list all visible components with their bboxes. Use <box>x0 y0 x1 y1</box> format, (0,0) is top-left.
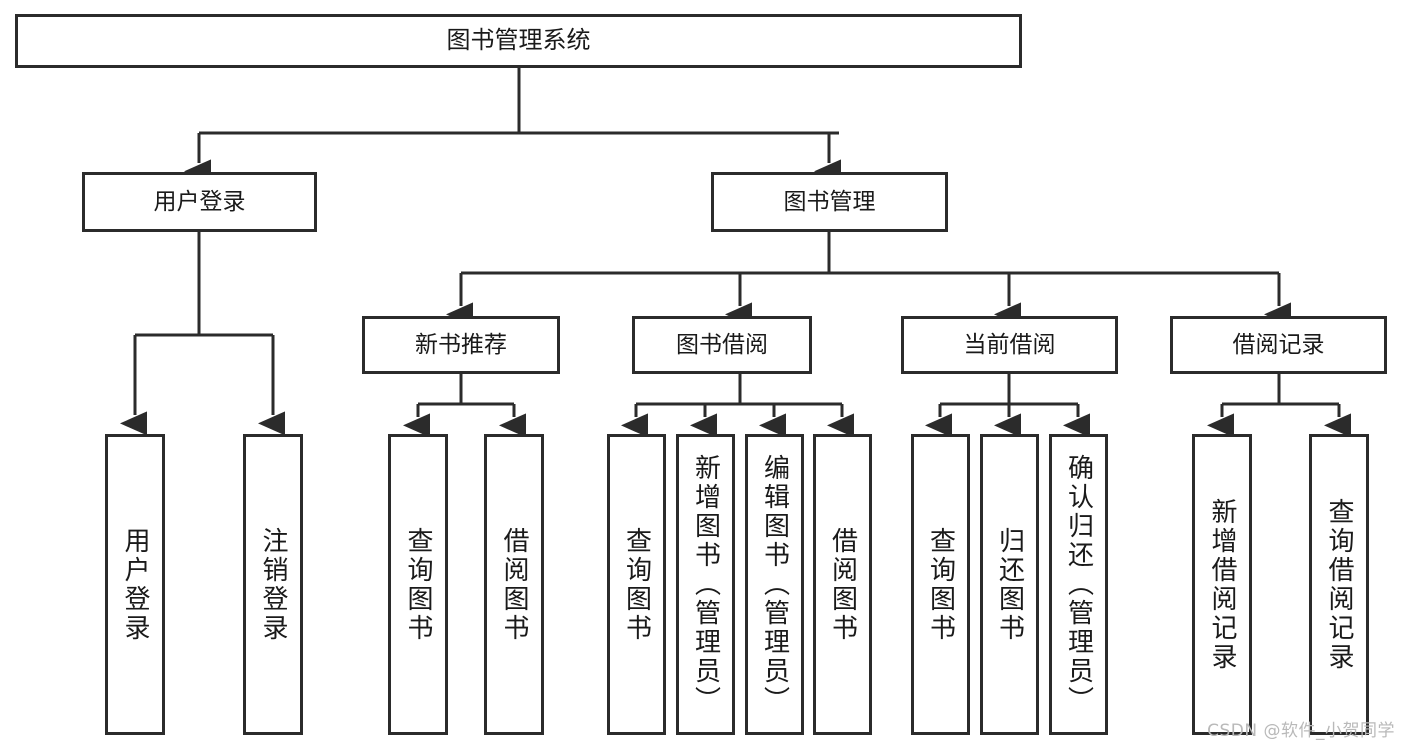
node-user-login[interactable]: 用户登录 <box>82 172 317 232</box>
node-new-book-recommend[interactable]: 新书推荐 <box>362 316 560 374</box>
leaf-query-book-current[interactable]: 查询图书 <box>911 434 970 735</box>
node-book-borrow[interactable]: 图书借阅 <box>632 316 812 374</box>
node-label: 归还图书 <box>994 526 1025 643</box>
node-label: 借阅记录 <box>1232 331 1325 358</box>
leaf-edit-book-admin[interactable]: 编辑图书（管理员） <box>745 434 804 735</box>
node-borrow-record[interactable]: 借阅记录 <box>1170 316 1387 374</box>
node-label: 查询图书 <box>621 526 652 643</box>
node-label: 确认归还（管理员） <box>1063 454 1094 715</box>
leaf-query-book-recommend[interactable]: 查询图书 <box>388 434 448 735</box>
node-label: 图书管理 <box>783 188 876 215</box>
node-label: 当前借阅 <box>963 331 1056 358</box>
node-label: 借阅图书 <box>827 526 858 643</box>
node-label: 图书管理系统 <box>446 26 591 55</box>
leaf-query-book-borrow[interactable]: 查询图书 <box>607 434 666 735</box>
node-label: 查询借阅记录 <box>1324 497 1354 672</box>
node-root-system[interactable]: 图书管理系统 <box>15 14 1022 68</box>
node-label: 用户登录 <box>153 188 246 215</box>
leaf-borrow-book-recommend[interactable]: 借阅图书 <box>484 434 544 735</box>
node-label: 查询图书 <box>925 526 956 643</box>
node-book-management[interactable]: 图书管理 <box>711 172 948 232</box>
leaf-confirm-return-admin[interactable]: 确认归还（管理员） <box>1049 434 1108 735</box>
node-label: 图书借阅 <box>676 331 768 358</box>
node-label: 新增图书（管理员） <box>690 454 721 715</box>
leaf-user-login[interactable]: 用户登录 <box>105 434 165 735</box>
node-label: 查询图书 <box>403 526 433 643</box>
node-label: 新增借阅记录 <box>1207 497 1237 672</box>
leaf-add-borrow-record[interactable]: 新增借阅记录 <box>1192 434 1252 735</box>
leaf-borrow-book[interactable]: 借阅图书 <box>813 434 872 735</box>
csdn-watermark: CSDN @软件_小贺同学 <box>1207 721 1395 741</box>
leaf-logout[interactable]: 注销登录 <box>243 434 303 735</box>
node-current-borrow[interactable]: 当前借阅 <box>901 316 1118 374</box>
node-label: 借阅图书 <box>499 526 529 643</box>
leaf-add-book-admin[interactable]: 新增图书（管理员） <box>676 434 735 735</box>
leaf-return-book[interactable]: 归还图书 <box>980 434 1039 735</box>
node-label: 新书推荐 <box>415 331 507 358</box>
node-label: 注销登录 <box>258 526 288 643</box>
node-label: 用户登录 <box>120 526 150 643</box>
node-label: 编辑图书（管理员） <box>759 454 790 715</box>
leaf-query-borrow-record[interactable]: 查询借阅记录 <box>1309 434 1369 735</box>
